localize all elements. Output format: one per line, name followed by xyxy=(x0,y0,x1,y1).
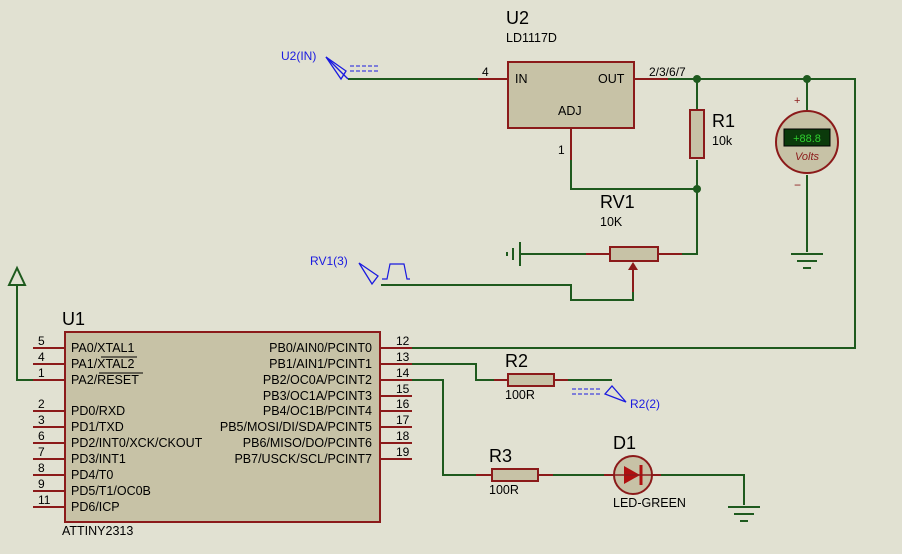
d1-ref: D1 xyxy=(613,433,636,453)
u2-pin-in-label: IN xyxy=(515,72,528,86)
d1-value: LED-GREEN xyxy=(613,496,686,510)
voltmeter-unit: Volts xyxy=(795,151,820,163)
u1-pin-name: PB6/MISO/DO/PCINT6 xyxy=(243,436,372,450)
rv1-ref: RV1 xyxy=(600,192,635,212)
u1-pin-number: 15 xyxy=(396,382,410,396)
voltmeter-plus: + xyxy=(794,95,800,107)
u1-pin-number: 12 xyxy=(396,334,410,348)
resistor-r3[interactable]: R3 100R xyxy=(476,446,553,497)
led-d1[interactable]: D1 LED-GREEN xyxy=(604,433,686,510)
junction-dots xyxy=(693,75,811,193)
u1-pin-number: 3 xyxy=(38,413,45,427)
u2-pin-out-num: 2/3/6/7 xyxy=(649,65,686,79)
voltmeter-minus: − xyxy=(794,178,801,192)
u1-pin-name: PD5/T1/OC0B xyxy=(71,484,151,498)
rv1-value: 10K xyxy=(600,215,623,229)
d1-ground-icon xyxy=(728,506,760,522)
u1-pin-name: PB3/OC1A/PCINT3 xyxy=(263,389,372,403)
u1-pin-name: PD1/TXD xyxy=(71,420,124,434)
u1-pin-number: 4 xyxy=(38,350,45,364)
probe-u2-in-label: U2(IN) xyxy=(281,49,316,63)
probe-u2-in[interactable]: U2(IN) xyxy=(281,49,378,81)
probe-r2-2[interactable]: R2(2) xyxy=(572,385,660,411)
u1-ref: U1 xyxy=(62,309,85,329)
u1-pin-name: PB5/MOSI/DI/SDA/PCINT5 xyxy=(220,420,372,434)
u1-pin-name: PB7/USCK/SCL/PCINT7 xyxy=(234,452,372,466)
wires xyxy=(16,78,856,505)
u2-pin-adj-label: ADJ xyxy=(558,104,582,118)
u1-pin-number: 2 xyxy=(38,397,45,411)
u1-pin-number: 14 xyxy=(396,366,410,380)
u1-pin-name: PB4/OC1B/PCINT4 xyxy=(263,404,372,418)
rv1-ground-symbol xyxy=(506,242,521,266)
u1-pin-name: PD0/RXD xyxy=(71,404,125,418)
u1-pin-name: PD4/T0 xyxy=(71,468,113,482)
u1-left-pin-leads xyxy=(33,347,65,508)
u1-pin-name: PA0/XTAL1 xyxy=(71,341,135,355)
u1-pin-number: 9 xyxy=(38,477,45,491)
u1-pin-number: 11 xyxy=(38,493,51,507)
u1-pin-number: 13 xyxy=(396,350,410,364)
u1-pin-number: 7 xyxy=(38,445,45,459)
u2-pin-out-label: OUT xyxy=(598,72,625,86)
regulator-u2[interactable]: U2 LD1117D IN OUT ADJ 4 2/3/6/7 1 xyxy=(478,8,686,160)
u2-ref: U2 xyxy=(506,8,529,28)
r1-value: 10k xyxy=(712,134,733,148)
r2-ref: R2 xyxy=(505,351,528,371)
u1-pin-name: PB1/AIN1/PCINT1 xyxy=(269,357,372,371)
u2-pin-adj-num: 1 xyxy=(558,143,565,157)
r1-ref: R1 xyxy=(712,111,735,131)
u1-pin-name: PB2/OC0A/PCINT2 xyxy=(263,373,372,387)
u2-part: LD1117D xyxy=(506,31,557,45)
r3-value: 100R xyxy=(489,483,519,497)
u1-pin-name: PD2/INT0/XCK/CKOUT xyxy=(71,436,203,450)
r2-value: 100R xyxy=(505,388,535,402)
r3-ref: R3 xyxy=(489,446,512,466)
reset-terminal-icon xyxy=(7,265,27,286)
u1-pin-name: PA1/XTAL2 xyxy=(71,357,135,371)
u1-pin-name: PA2/RESET xyxy=(71,373,139,387)
u1-pin-number: 1 xyxy=(38,366,45,380)
u1-pin-number: 6 xyxy=(38,429,45,443)
u1-right-pin-leads xyxy=(380,347,412,460)
voltmeter-display: +88.8 xyxy=(793,133,821,145)
voltmeter-ground-icon xyxy=(791,253,823,269)
u1-pin-name: PD6/ICP xyxy=(71,500,120,514)
u1-pin-number: 5 xyxy=(38,334,45,348)
u2-pin-in-num: 4 xyxy=(482,65,489,79)
u1-pin-number: 16 xyxy=(396,397,410,411)
resistor-r1[interactable]: R1 10k xyxy=(689,109,735,159)
u1-pin-number: 19 xyxy=(396,445,410,459)
voltmeter[interactable]: +88.8 Volts + − xyxy=(775,95,839,192)
u1-pin-name: PD3/INT1 xyxy=(71,452,126,466)
u1-pin-number: 8 xyxy=(38,461,45,475)
u1-pin-number: 17 xyxy=(396,413,410,427)
potentiometer-rv1[interactable]: RV1 10K xyxy=(586,192,682,292)
u1-part: ATTINY2313 xyxy=(62,524,133,538)
probe-r2-2-label: R2(2) xyxy=(630,397,660,411)
u1-pin-name: PB0/AIN0/PCINT0 xyxy=(269,341,372,355)
resistor-r2[interactable]: R2 100R xyxy=(494,351,568,402)
probe-rv1-3[interactable]: RV1(3) xyxy=(310,254,410,286)
u1-pin-number: 18 xyxy=(396,429,410,443)
probe-rv1-3-label: RV1(3) xyxy=(310,254,348,268)
